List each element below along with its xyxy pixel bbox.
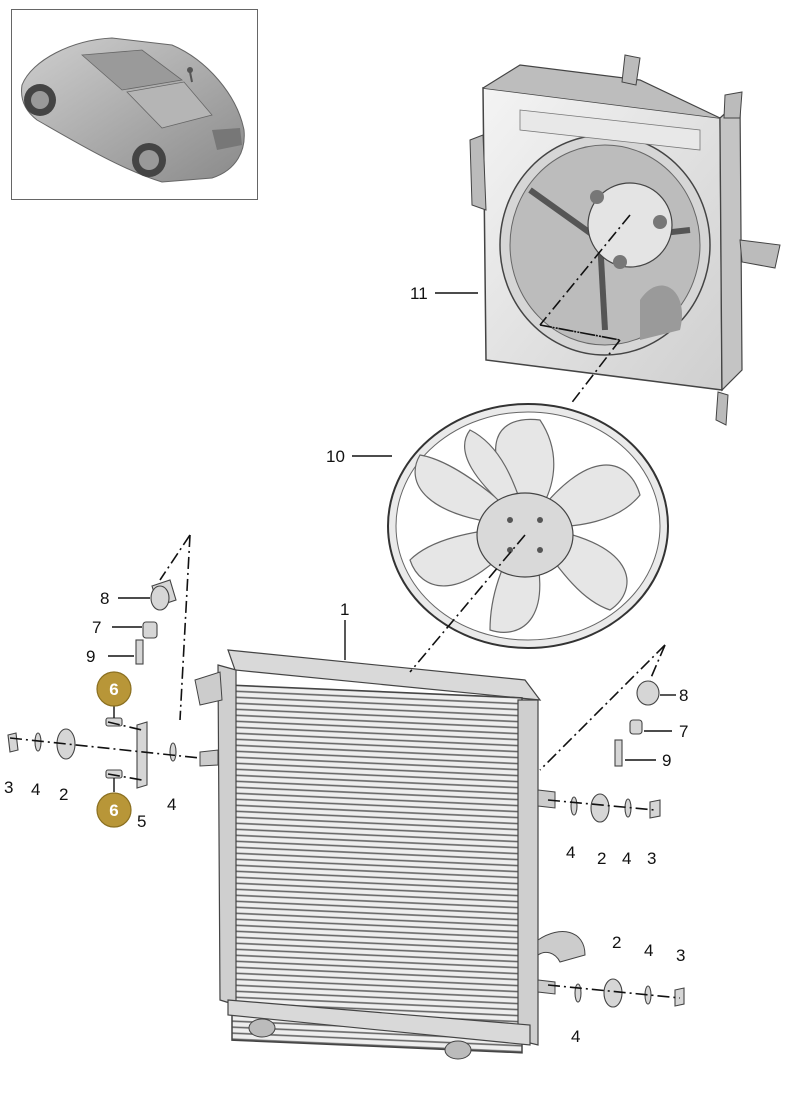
label-10: 10 xyxy=(326,447,345,466)
label-2-left: 2 xyxy=(59,785,68,804)
label-4-right-c: 4 xyxy=(644,941,653,960)
label-3-right-b: 3 xyxy=(676,946,685,965)
label-3-right-a: 3 xyxy=(647,849,656,868)
label-2-right-b: 2 xyxy=(612,933,621,952)
label-9-right: 9 xyxy=(662,751,671,770)
callout-6-top-label: 6 xyxy=(109,680,118,699)
callout-6-bottom: 6 xyxy=(96,792,132,828)
radiator xyxy=(194,649,586,1060)
label-7-right: 7 xyxy=(679,722,688,741)
label-7-left: 7 xyxy=(92,618,101,637)
car-thumbnail-icon xyxy=(21,37,245,183)
label-4-mid: 4 xyxy=(167,795,176,814)
label-4-right-d: 4 xyxy=(571,1027,580,1046)
part-labels: 11 10 1 8 7 9 3 4 2 5 4 8 7 9 4 2 4 3 2 … xyxy=(4,284,688,1046)
label-5: 5 xyxy=(137,812,146,831)
label-1: 1 xyxy=(340,600,349,619)
label-11: 11 xyxy=(410,284,428,303)
callout-6-top: 6 xyxy=(96,671,132,707)
leader-lines xyxy=(108,292,676,792)
label-3-left: 3 xyxy=(4,778,13,797)
label-4-left: 4 xyxy=(31,780,40,799)
fan-shroud xyxy=(469,54,781,426)
label-8-right: 8 xyxy=(679,686,688,705)
label-9-left: 9 xyxy=(86,647,95,666)
cooling-fan xyxy=(387,403,669,649)
hardware xyxy=(7,579,685,1008)
label-4-right-a: 4 xyxy=(566,843,575,862)
car-thumbnail xyxy=(11,9,258,200)
label-8-left: 8 xyxy=(100,589,109,608)
alignment-lines xyxy=(9,214,681,999)
callout-6-bottom-label: 6 xyxy=(109,801,118,820)
label-4-right-b: 4 xyxy=(622,849,631,868)
label-2-right-a: 2 xyxy=(597,849,606,868)
